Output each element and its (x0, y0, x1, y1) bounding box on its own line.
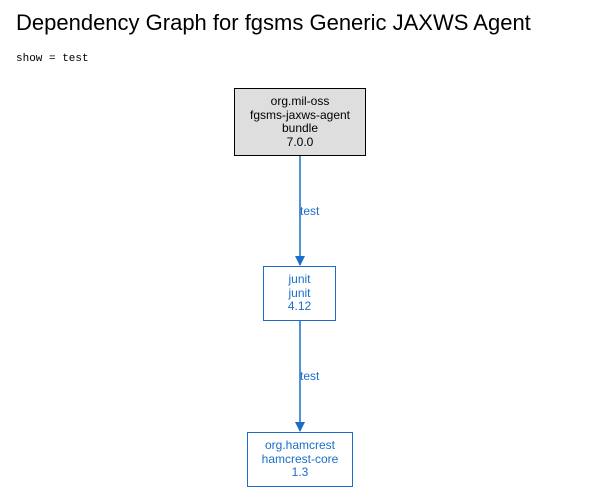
node-group: junit (288, 272, 311, 287)
node-fgsms-jaxws-agent[interactable]: org.mil-oss fgsms-jaxws-agent bundle 7.0… (234, 88, 366, 156)
node-junit[interactable]: junit junit 4.12 (263, 266, 336, 321)
node-artifact: hamcrest-core (261, 451, 339, 466)
node-version: 4.12 (287, 299, 312, 314)
node-artifact: fgsms-jaxws-agent (249, 107, 351, 122)
edge-label-test: test (300, 369, 320, 383)
scope-filter-text: show = test (16, 53, 89, 65)
node-group: org.hamcrest (264, 438, 336, 453)
node-hamcrest-core[interactable]: org.hamcrest hamcrest-core 1.3 (247, 432, 353, 487)
node-group: org.mil-oss (270, 94, 330, 108)
node-version: 1.3 (291, 465, 309, 480)
node-artifact: junit (288, 285, 311, 300)
node-version: 7.0.0 (286, 134, 314, 149)
edge-label-test: test (300, 204, 320, 218)
node-type: bundle (281, 121, 319, 135)
page-title: Dependency Graph for fgsms Generic JAXWS… (16, 10, 531, 35)
